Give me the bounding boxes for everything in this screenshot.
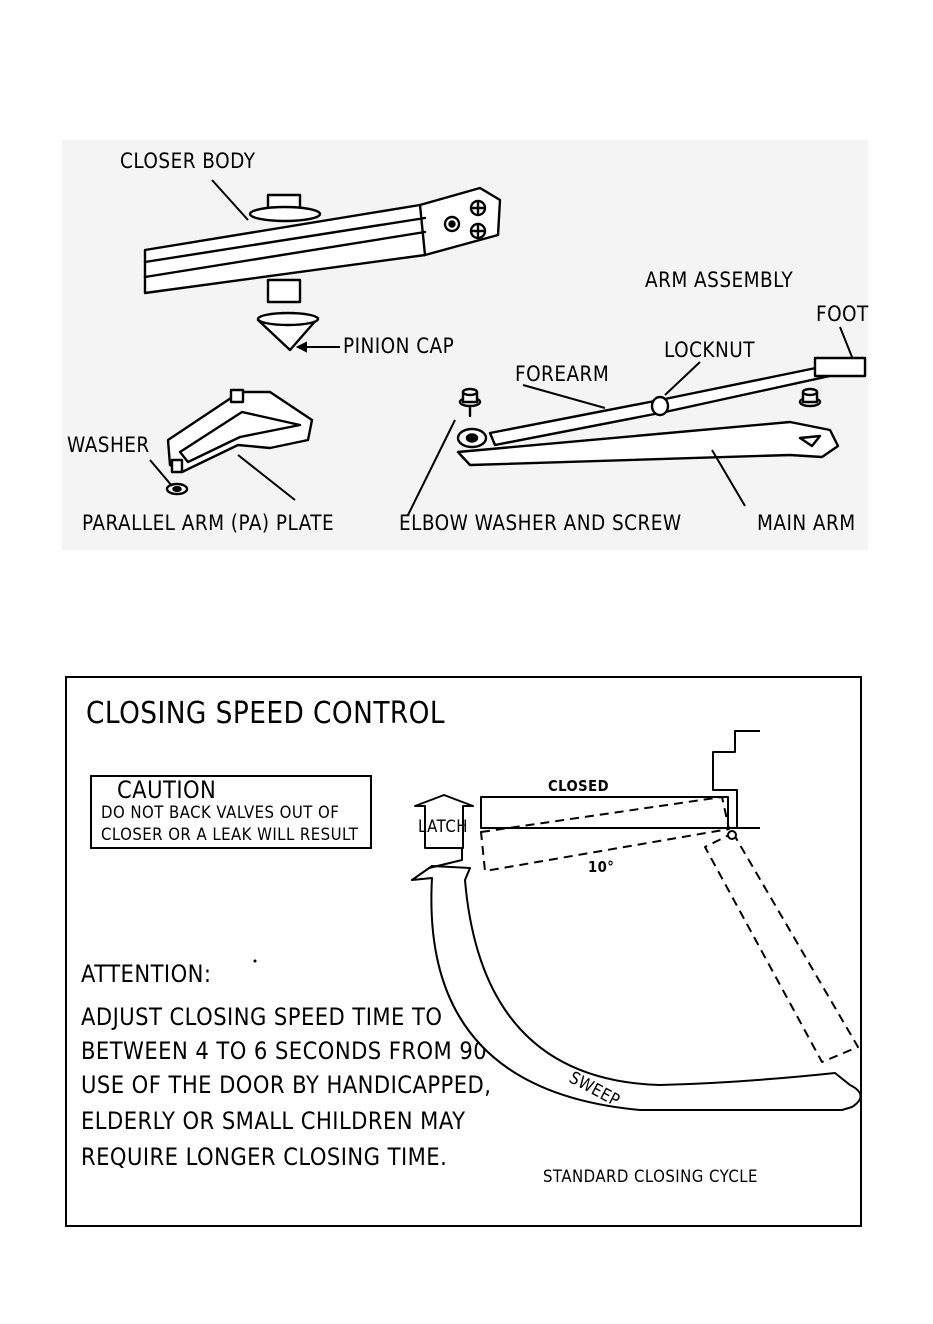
closed-door bbox=[480, 796, 729, 829]
label-pinion-cap: PINION CAP bbox=[343, 334, 455, 358]
label-elbow-washer-screw: ELBOW WASHER AND SCREW bbox=[399, 511, 682, 535]
angle-label: 10° bbox=[588, 858, 615, 876]
attention-line-2: BETWEEN 4 TO 6 SECONDS FROM 90°. bbox=[81, 1037, 506, 1065]
caution-line-2: CLOSER OR A LEAK WILL RESULT bbox=[101, 825, 359, 845]
label-main-arm: MAIN ARM bbox=[757, 511, 856, 535]
label-arm-assembly: ARM ASSEMBLY bbox=[645, 268, 794, 292]
latch-arrow bbox=[414, 794, 474, 849]
caution-box bbox=[90, 775, 372, 849]
sweep-arrow bbox=[411, 865, 862, 1112]
closed-label: CLOSED bbox=[548, 777, 609, 795]
attention-line-4: ELDERLY OR SMALL CHILDREN MAY bbox=[81, 1107, 466, 1135]
standard-closing-cycle-caption: STANDARD CLOSING CYCLE bbox=[543, 1167, 758, 1187]
leader-lines bbox=[149, 179, 853, 516]
door-10-degrees bbox=[480, 796, 730, 872]
caution-line-1: DO NOT BACK VALVES OUT OF bbox=[101, 803, 340, 823]
closing-speed-panel bbox=[65, 676, 862, 1227]
elbow-screw-drawing bbox=[458, 387, 482, 418]
latch-label: LATCH bbox=[418, 817, 468, 837]
label-locknut: LOCKNUT bbox=[664, 338, 755, 362]
door-jamb bbox=[712, 730, 760, 828]
closing-speed-title: CLOSING SPEED CONTROL bbox=[86, 696, 446, 731]
pa-plate-drawing bbox=[166, 388, 314, 474]
attention-line-3: USE OF THE DOOR BY HANDICAPPED, bbox=[81, 1071, 492, 1099]
pinion-cap-drawing bbox=[256, 311, 320, 352]
label-forearm: FOREARM bbox=[515, 362, 610, 386]
main-arm-drawing bbox=[456, 420, 840, 467]
closer-body-drawing bbox=[143, 186, 502, 304]
arm-screw-drawing bbox=[798, 387, 822, 408]
door-open-position bbox=[704, 832, 859, 1063]
forearm-drawing bbox=[456, 356, 867, 449]
label-closer-body: CLOSER BODY bbox=[120, 149, 256, 173]
label-foot: FOOT bbox=[816, 302, 869, 326]
label-pa-plate: PARALLEL ARM (PA) PLATE bbox=[82, 511, 335, 535]
attention-line-5: REQUIRE LONGER CLOSING TIME. bbox=[81, 1143, 448, 1171]
pivot-point bbox=[727, 830, 737, 840]
attention-line-1: ADJUST CLOSING SPEED TIME TO bbox=[81, 1003, 443, 1031]
caution-heading: CAUTION bbox=[117, 776, 217, 804]
attention-heading: ATTENTION: bbox=[81, 960, 212, 988]
label-washer: WASHER bbox=[67, 433, 150, 457]
